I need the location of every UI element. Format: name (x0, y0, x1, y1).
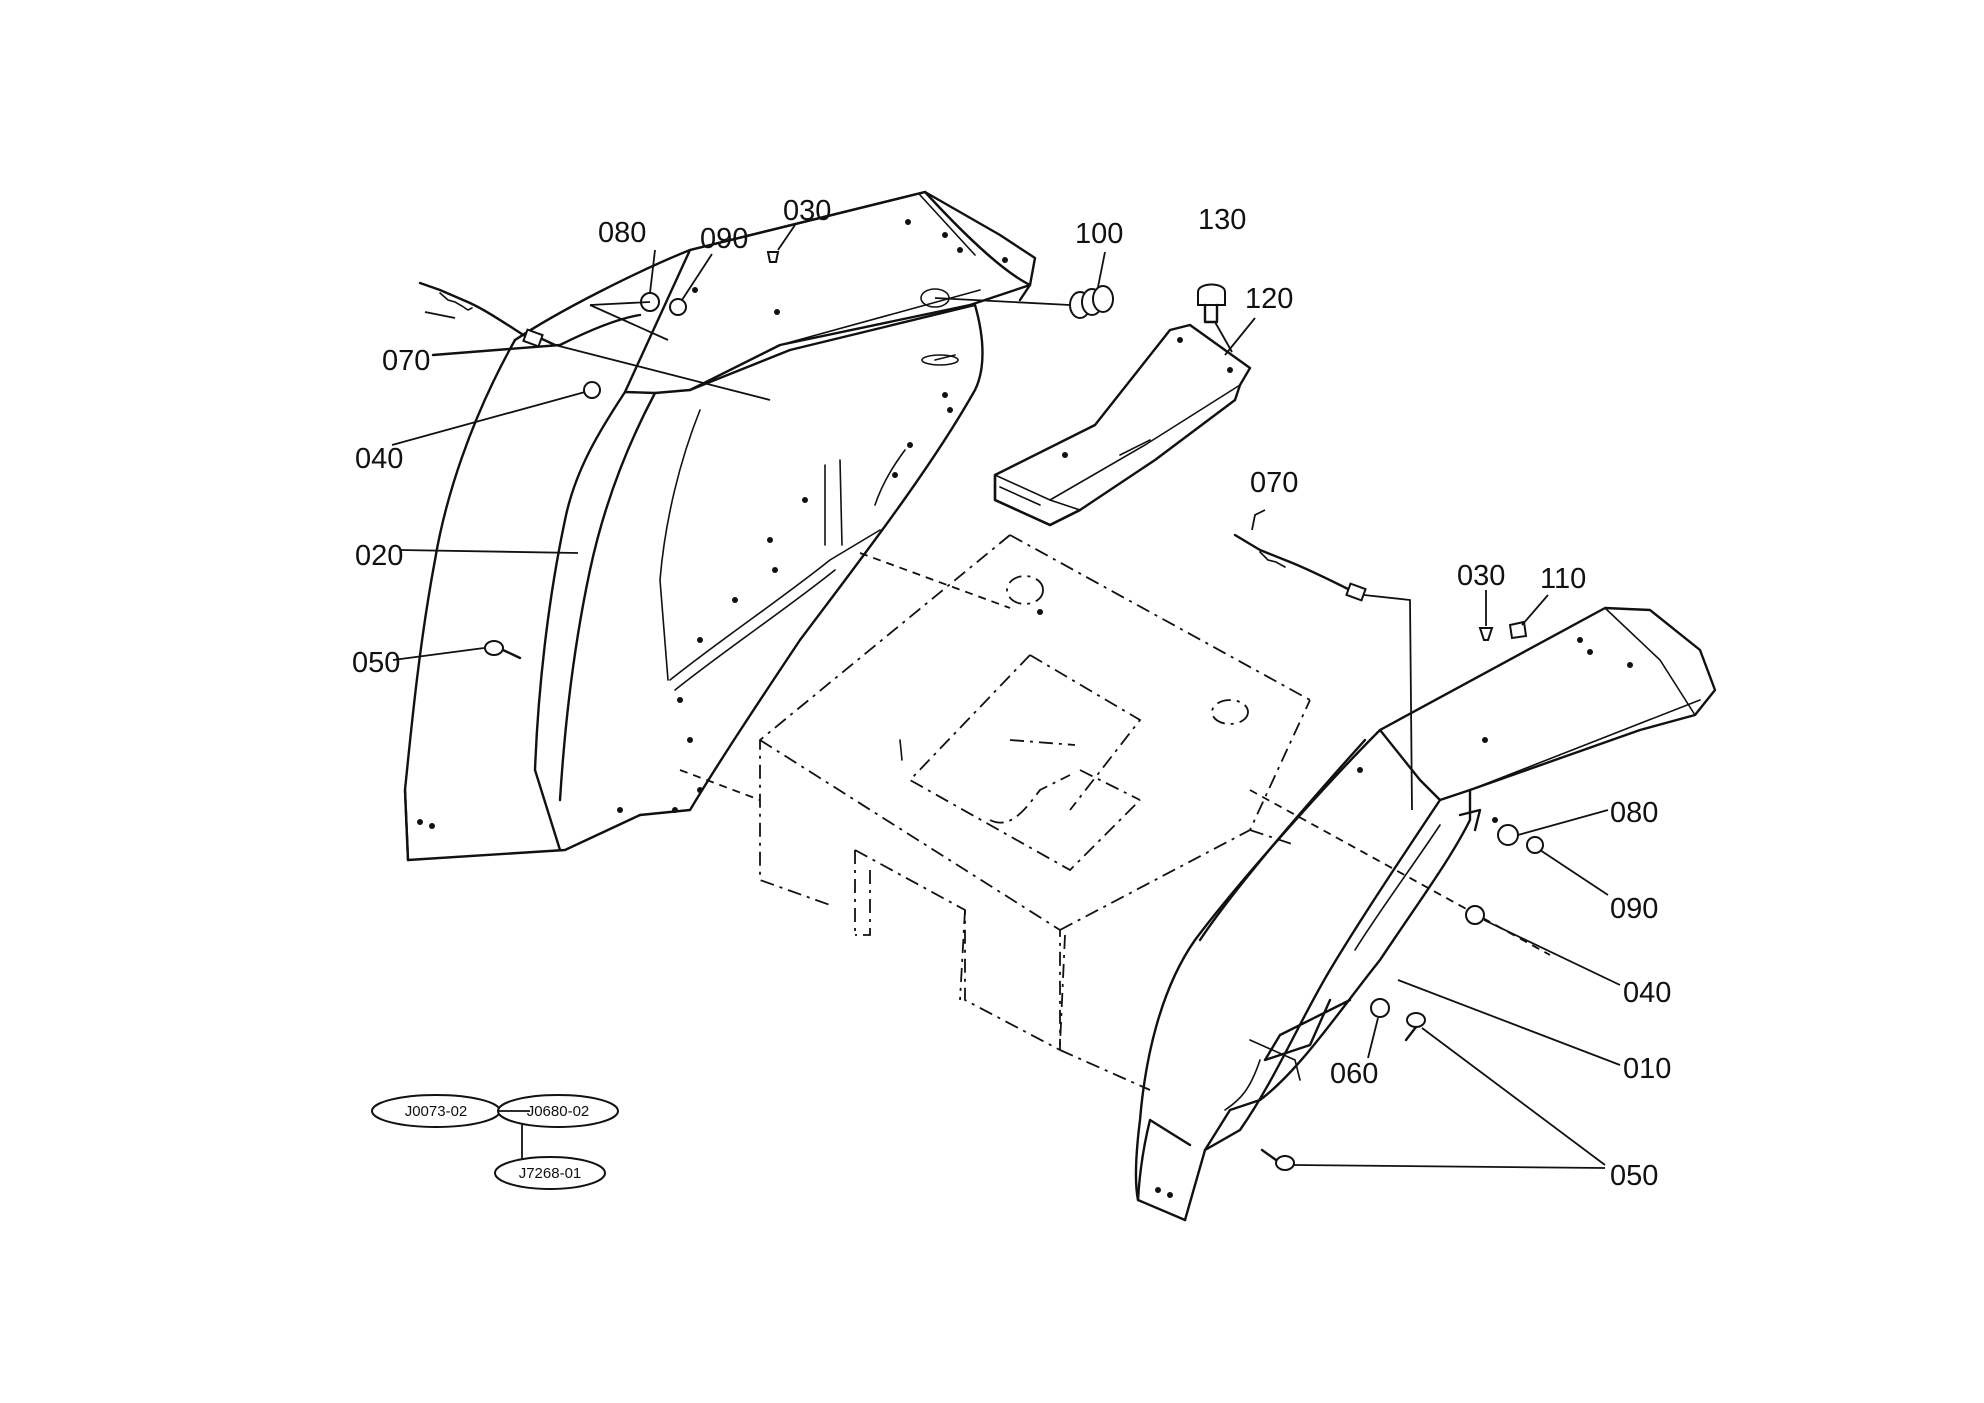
bolt-050-left (484, 640, 522, 660)
part-labels: 080 090 030 100 130 120 070 040 020 050 … (352, 195, 1671, 1192)
floor-panel (679, 534, 1551, 1091)
right-fender (1134, 606, 1717, 1222)
label-100: 100 (1075, 218, 1123, 250)
label-070-right: 070 (1250, 467, 1298, 499)
cable-070-left (418, 281, 771, 401)
bolt-050-right-1 (1404, 1012, 1426, 1042)
label-060: 060 (1330, 1058, 1378, 1090)
pin-030-right (1478, 627, 1494, 641)
label-080-right: 080 (1610, 797, 1658, 829)
leader-lines (391, 224, 1621, 1169)
label-090-left: 090 (700, 223, 748, 255)
label-010: 010 (1623, 1053, 1671, 1085)
pin-030-left (766, 251, 780, 263)
clip-110 (1508, 620, 1528, 640)
cable-070-right (1233, 533, 1413, 811)
grommet-040-left (583, 381, 601, 399)
ref-code-2: J0680-02 (527, 1103, 590, 1120)
label-020: 020 (355, 540, 403, 572)
ref-code-3: J7268-01 (519, 1165, 582, 1182)
label-050-right: 050 (1610, 1160, 1658, 1192)
washer-060 (1370, 998, 1390, 1018)
label-040-right: 040 (1623, 977, 1671, 1009)
reference-codes: J0073-02 J0680-02 J7268-01 (371, 1094, 619, 1190)
label-110: 110 (1540, 563, 1586, 595)
label-030-left: 030 (783, 195, 831, 227)
ref-code-1: J0073-02 (405, 1103, 468, 1120)
label-040-left: 040 (355, 443, 403, 475)
label-130: 130 (1198, 204, 1246, 236)
washer-080-right (1497, 824, 1519, 846)
seat-cushion (993, 323, 1252, 527)
left-fender (403, 190, 1037, 862)
bracket-100 (934, 285, 1114, 319)
grommet-040-right (1465, 905, 1485, 925)
label-030-right: 030 (1457, 560, 1505, 592)
bolt-050-right-2 (1260, 1148, 1295, 1171)
label-070-left: 070 (382, 345, 430, 377)
label-120: 120 (1245, 283, 1293, 315)
label-050-left: 050 (352, 647, 400, 679)
ref-badge-3 (494, 1156, 606, 1190)
knob-130 (1197, 283, 1233, 353)
label-080-left: 080 (598, 217, 646, 249)
label-090-right: 090 (1610, 893, 1658, 925)
nut-090-left (669, 298, 687, 316)
nut-090-right (1526, 836, 1544, 854)
